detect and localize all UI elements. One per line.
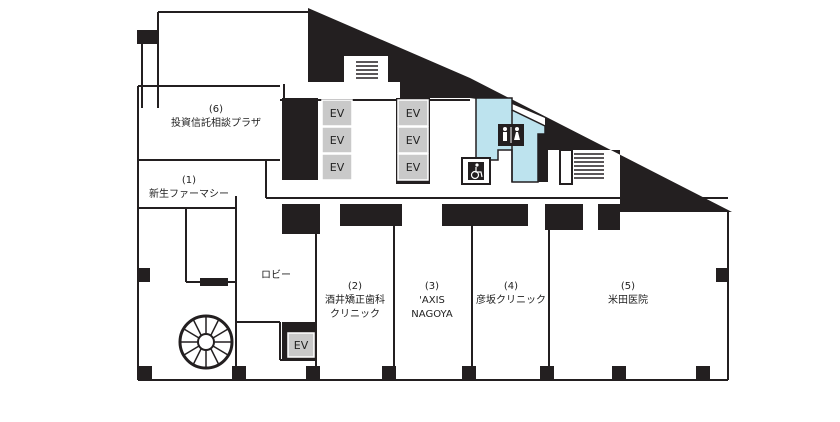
lobby-label: ロビー bbox=[261, 269, 291, 281]
room-number: (4) bbox=[504, 281, 518, 292]
room-axis: (3) 'AXIS NAGOYA bbox=[411, 281, 453, 320]
room-name-line2: クリニック bbox=[330, 308, 380, 320]
elevator-label: EV bbox=[406, 134, 421, 147]
room-name: 米田医院 bbox=[608, 293, 648, 306]
room-hikosaka: (4) 彦坂クリニック bbox=[476, 281, 546, 306]
elevator-bank-right: EV EV EV bbox=[396, 98, 430, 184]
elevator-label: EV bbox=[330, 107, 345, 120]
room-name: 酒井矯正歯科 bbox=[325, 293, 385, 306]
elevator-label: EV bbox=[294, 339, 309, 352]
stairs-icon bbox=[356, 58, 378, 84]
room-number: (1) bbox=[182, 175, 196, 186]
restroom-icon bbox=[498, 124, 524, 146]
room-number: (5) bbox=[621, 281, 635, 292]
room-sakai: (2) 酒井矯正歯科 クリニック bbox=[325, 281, 385, 320]
elevator-label: EV bbox=[330, 134, 345, 147]
room-name: 'AXIS bbox=[419, 295, 445, 306]
room-name: 彦坂クリニック bbox=[476, 293, 546, 306]
elevator-bank-left: EV EV EV bbox=[321, 99, 353, 181]
wheelchair-icon bbox=[461, 157, 491, 185]
room-number: (3) bbox=[425, 281, 439, 292]
room-number: (2) bbox=[348, 281, 362, 292]
stairs-icon bbox=[559, 149, 604, 185]
elevator-lobby-small: EV bbox=[287, 332, 315, 358]
room-toshi: (6) 投資信託相談プラザ bbox=[171, 104, 261, 129]
room-name-line2: NAGOYA bbox=[411, 309, 453, 320]
elevator-label: EV bbox=[406, 161, 421, 174]
room-name: 投資信託相談プラザ bbox=[171, 116, 261, 129]
room-name: 新生ファーマシー bbox=[149, 187, 229, 200]
spiral-stairs-icon bbox=[178, 314, 234, 370]
room-number: (6) bbox=[209, 104, 223, 115]
room-yoneda: (5) 米田医院 bbox=[608, 281, 648, 306]
room-shinsei: (1) 新生ファーマシー bbox=[149, 175, 229, 200]
elevator-label: EV bbox=[406, 107, 421, 120]
elevator-label: EV bbox=[330, 161, 345, 174]
